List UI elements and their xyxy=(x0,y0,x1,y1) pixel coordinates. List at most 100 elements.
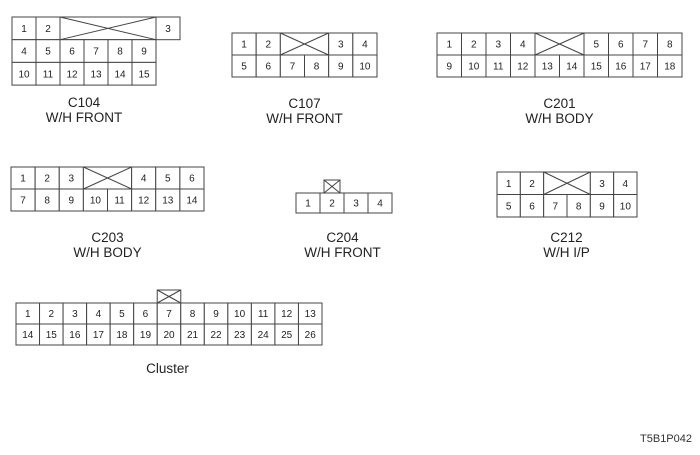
pin-cell: 5 xyxy=(155,166,181,190)
pin-cell: 10 xyxy=(11,61,37,86)
pin-number: 25 xyxy=(281,330,293,341)
label-c201: C201 W/H BODY xyxy=(487,96,632,126)
pin-cell: 9 xyxy=(203,302,229,325)
connector-harness: W/H BODY xyxy=(525,111,594,126)
pin-number: 12 xyxy=(517,62,529,73)
pin-number: 5 xyxy=(119,309,125,320)
label-c203: C203 W/H BODY xyxy=(35,230,180,260)
pin-number: 6 xyxy=(143,309,149,320)
pin-cell: 24 xyxy=(250,323,276,346)
pin-number: 8 xyxy=(667,40,673,51)
pin-cell: 2 xyxy=(255,32,281,56)
blank-cavity xyxy=(82,166,133,190)
pin-number: 3 xyxy=(338,40,344,51)
pin-number: 9 xyxy=(446,62,452,73)
pin-cell: 3 xyxy=(485,32,511,56)
pin-number: 11 xyxy=(493,62,504,73)
pin-number: 8 xyxy=(314,62,320,73)
pin-number: 3 xyxy=(69,174,75,185)
pin-cell: 5 xyxy=(496,194,521,218)
pin-cell: 3 xyxy=(343,192,369,214)
pin-number: 7 xyxy=(20,196,26,207)
pin-cell: 10 xyxy=(613,194,638,218)
pin-number: 14 xyxy=(22,330,34,341)
connector-name: C203 xyxy=(91,230,124,245)
pin-number: 9 xyxy=(69,196,75,207)
pin-number: 2 xyxy=(529,179,535,190)
pin-cell: 9 xyxy=(436,54,462,78)
pin-cell: 23 xyxy=(227,323,252,346)
pin-number: 2 xyxy=(471,40,477,51)
pin-cell: 19 xyxy=(133,323,158,346)
pin-number: 3 xyxy=(495,40,501,51)
cross-line xyxy=(59,16,157,41)
pin-cell: 11 xyxy=(35,61,61,86)
pin-number: 5 xyxy=(45,47,51,58)
pin-number: 10 xyxy=(468,62,480,73)
pin-number: 12 xyxy=(281,309,293,320)
pin-cell: 11 xyxy=(107,188,133,212)
pin-number: 8 xyxy=(576,201,582,212)
pin-number: 18 xyxy=(116,330,128,341)
pin-cell: 14 xyxy=(179,188,205,212)
pin-cell: 1 xyxy=(15,302,41,325)
pin-number: 6 xyxy=(529,201,535,212)
pin-cell: 17 xyxy=(632,54,658,78)
figure-reference: T5B1P042 xyxy=(640,433,692,445)
pin-number: 6 xyxy=(618,40,624,51)
pin-number: 10 xyxy=(234,309,246,320)
pin-cell: 18 xyxy=(657,54,683,78)
pin-number: 5 xyxy=(593,40,599,51)
pin-cell: 7 xyxy=(279,54,306,78)
pin-cell: 12 xyxy=(131,188,157,212)
pin-number: 12 xyxy=(66,69,78,80)
pin-number: 2 xyxy=(49,309,55,320)
cross-line xyxy=(83,166,132,190)
pin-cell: 2 xyxy=(519,171,545,195)
pin-cell: 18 xyxy=(109,323,135,346)
pin-number: 4 xyxy=(377,199,383,210)
pin-cell: 9 xyxy=(58,188,84,212)
pin-number: 6 xyxy=(189,174,195,185)
pin-box xyxy=(613,194,638,218)
pin-number: 7 xyxy=(290,62,296,73)
pin-cell: 21 xyxy=(180,323,205,346)
blank-cavity xyxy=(534,32,585,56)
pin-number: 14 xyxy=(186,196,198,207)
pin-number: 10 xyxy=(620,201,632,212)
pin-number: 13 xyxy=(542,62,554,73)
pin-cell: 3 xyxy=(58,166,84,190)
pin-box xyxy=(155,16,181,41)
pin-cell: 6 xyxy=(519,194,545,218)
pin-number: 15 xyxy=(591,62,603,73)
pin-number: 6 xyxy=(265,62,271,73)
pin-number: 2 xyxy=(45,24,51,35)
pin-cell: 2 xyxy=(35,16,61,41)
pin-cell: 4 xyxy=(11,39,37,63)
connector-name: Cluster xyxy=(146,361,189,376)
pin-box xyxy=(131,61,157,86)
pin-cell: 14 xyxy=(107,61,133,86)
pin-cell: 10 xyxy=(352,54,378,78)
pin-cell: 22 xyxy=(203,323,229,346)
pin-number: 11 xyxy=(114,196,125,207)
pin-cell: 7 xyxy=(156,302,182,325)
pin-cell: 15 xyxy=(131,61,157,86)
pin-number: 10 xyxy=(18,69,30,80)
pin-number: 11 xyxy=(43,69,54,80)
pin-cell: 25 xyxy=(274,323,299,346)
pin-number: 9 xyxy=(141,47,147,58)
pin-number: 4 xyxy=(520,40,526,51)
pin-number: 4 xyxy=(362,40,368,51)
pin-cell: 6 xyxy=(608,32,634,56)
pin-number: 12 xyxy=(138,196,150,207)
pin-number: 9 xyxy=(338,62,344,73)
pin-number: 7 xyxy=(642,40,648,51)
pin-number: 10 xyxy=(90,196,102,207)
pin-cell: 13 xyxy=(297,302,323,325)
pin-cell: 13 xyxy=(83,61,109,86)
pin-box xyxy=(367,192,393,214)
